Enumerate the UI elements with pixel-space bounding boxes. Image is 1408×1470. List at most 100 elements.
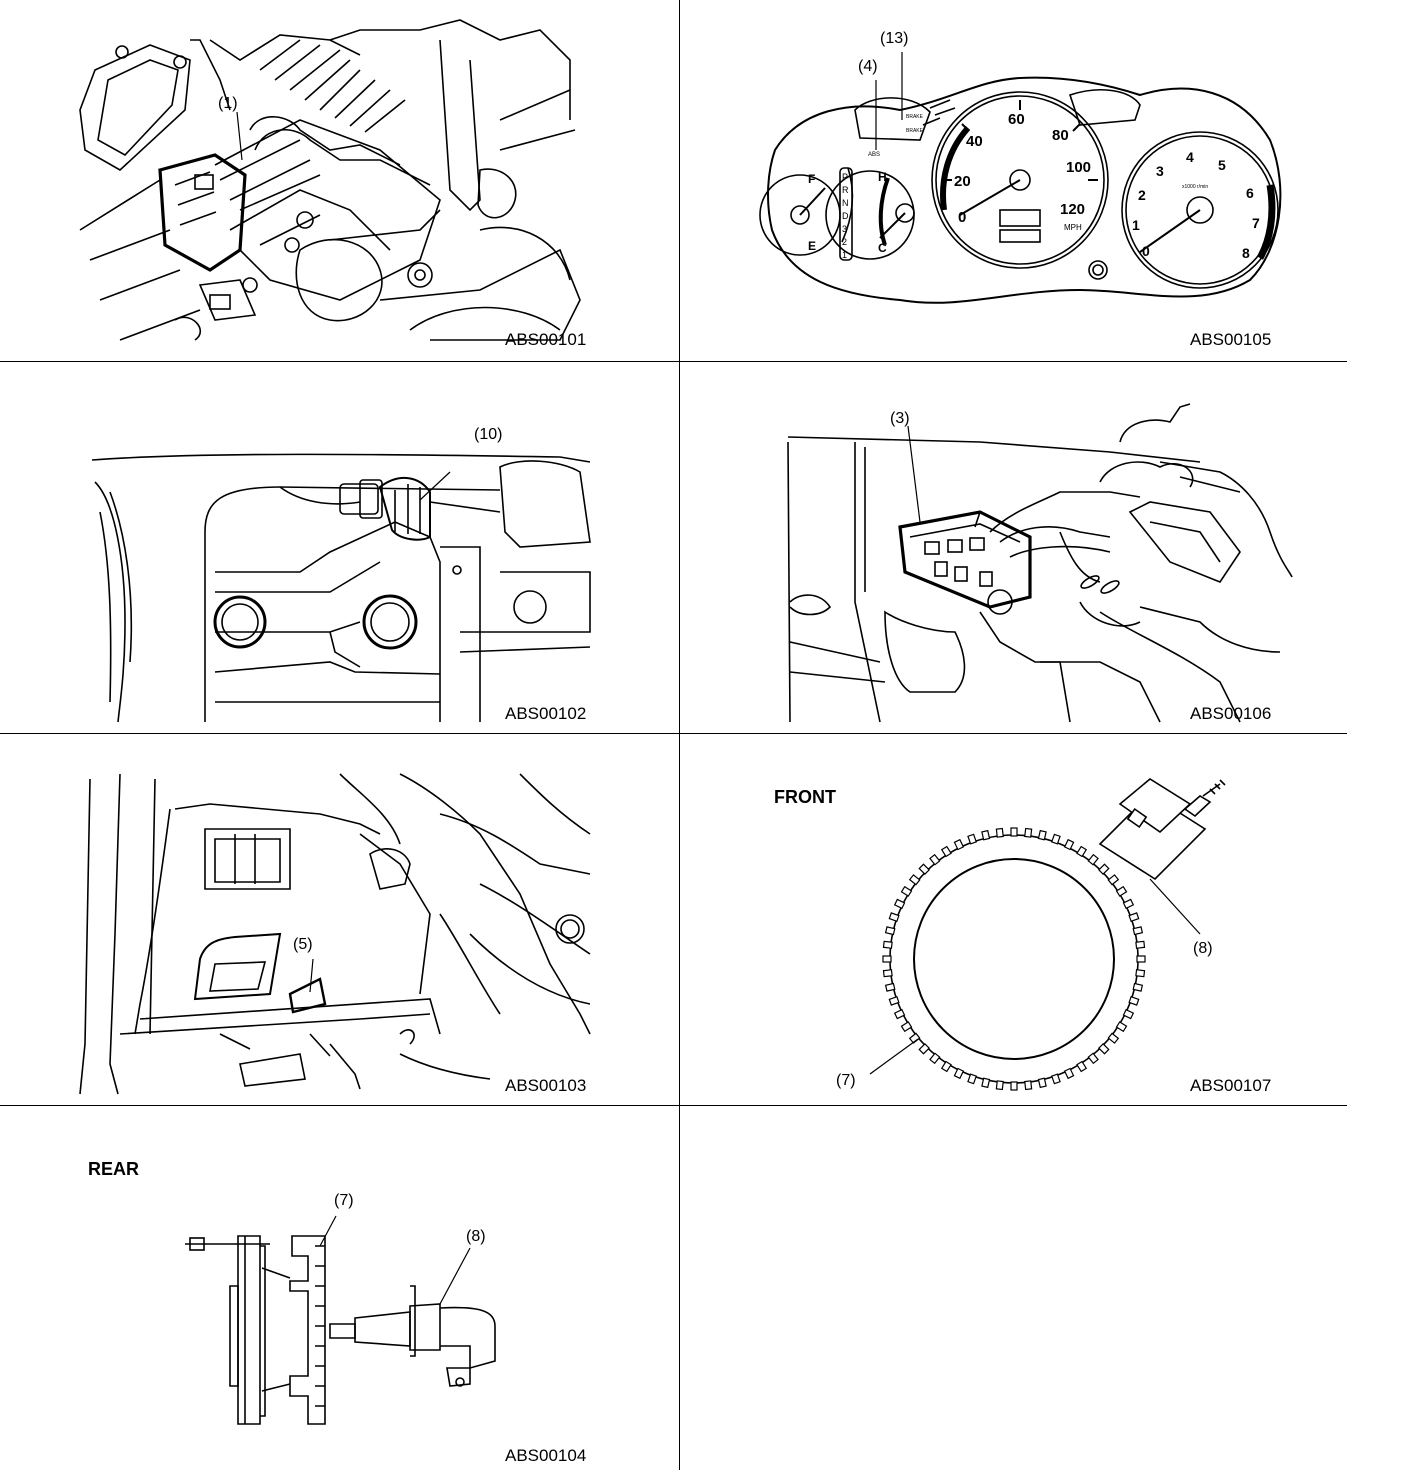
figure-heading: REAR [88, 1159, 140, 1179]
tone-wheel-tooth [1037, 1077, 1047, 1089]
tach-tick-5: 5 [1218, 157, 1226, 173]
speed-unit: MPH [1064, 223, 1082, 232]
tone-wheel-tooth [967, 833, 978, 845]
figure-code: ABS00102 [505, 704, 587, 723]
callout-5: (5) [293, 936, 313, 953]
figure-code: ABS00105 [1190, 330, 1272, 349]
tone-wheel-tooth [1087, 1052, 1099, 1065]
fuel-full-mark: F [808, 172, 815, 186]
tone-wheel-tooth [888, 995, 900, 1006]
tone-wheel-tooth [1132, 926, 1144, 936]
tone-wheel-tooth [953, 1067, 965, 1080]
tone-wheel-tooth [1115, 1021, 1128, 1033]
tone-wheel-tooth [900, 885, 913, 897]
shift-d: D [842, 211, 849, 221]
tone-wheel-tooth [900, 1021, 913, 1033]
tone-wheel-tooth [967, 1073, 978, 1085]
tone-wheel-tooth [1136, 955, 1146, 963]
tone-wheel-tooth [1122, 1008, 1135, 1020]
tone-wheel-tooth [1135, 969, 1146, 978]
tone-wheel-tooth [1063, 838, 1075, 851]
shift-n: N [842, 198, 849, 208]
brake-warning-label: BRAKE [906, 114, 924, 120]
divider-row-3 [0, 1105, 1347, 1106]
figure-abs00107: FRONT (8) (7) ABS00107 [680, 734, 1347, 1105]
rear-abs-sensor-drawing [185, 1215, 496, 1425]
tone-wheel-tooth [888, 912, 900, 923]
tone-wheel-tooth [929, 853, 941, 866]
figure-code: ABS00101 [505, 330, 587, 349]
tach-tick-0: 0 [1142, 243, 1150, 259]
divider-row-2 [0, 733, 1347, 734]
tone-wheel-tooth [1024, 1080, 1033, 1091]
figure-heading: FRONT [774, 787, 836, 807]
callout-3: (3) [890, 410, 910, 427]
speed-tick-100: 100 [1066, 159, 1091, 176]
callout-1: (1) [218, 95, 238, 112]
callout-10: (10) [474, 426, 503, 443]
tone-wheel-tooth [884, 982, 896, 992]
abs-control-module-connector-drawing [787, 403, 1293, 723]
tone-wheel-tooth [882, 940, 893, 949]
speed-tick-marks [942, 100, 1098, 181]
tone-wheel-tooth [884, 926, 896, 936]
tone-wheel-tooth [940, 845, 952, 858]
speed-tick-40: 40 [966, 133, 983, 150]
tone-wheel-tooth [953, 838, 965, 851]
tone-wheel-tooth [1115, 885, 1128, 897]
callout-7: (7) [836, 1072, 856, 1089]
brake-warning-label-2: BRAKE [906, 128, 924, 134]
divider-vertical [679, 0, 680, 1470]
tach-tick-2: 2 [1138, 187, 1146, 203]
tone-wheel-tooth [1076, 845, 1088, 858]
figure-code: ABS00106 [1190, 704, 1272, 723]
tone-wheel-tooth [893, 1008, 906, 1020]
combination-meter-drawing: 0 20 40 60 80 100 120 MPH 0 1 2 3 4 5 6 … [759, 52, 1282, 304]
tach-tick-6: 6 [1246, 185, 1254, 201]
figure-abs00105: 0 20 40 60 80 100 120 MPH 0 1 2 3 4 5 6 … [680, 0, 1347, 361]
tone-wheel-tooth [893, 898, 906, 910]
tone-wheel-tooth [1128, 995, 1140, 1006]
tone-wheel-tooth [929, 1052, 941, 1065]
speed-tick-80: 80 [1052, 127, 1069, 144]
tone-wheel-tooth [1107, 1032, 1120, 1044]
tone-wheel-tooth [908, 874, 921, 886]
speed-tick-120: 120 [1060, 201, 1085, 218]
shift-p: P [842, 172, 848, 182]
hydraulic-unit-drawing [79, 19, 581, 341]
figure-code: ABS00103 [505, 1076, 587, 1095]
figure-code: ABS00104 [505, 1446, 587, 1465]
tone-wheel-tooth [1087, 853, 1099, 866]
tone-wheel-teeth [882, 827, 1146, 1091]
tone-wheel-tooth [995, 827, 1004, 838]
tone-wheel-tooth [981, 829, 991, 841]
tach-tick-8: 8 [1242, 245, 1250, 261]
tone-wheel-tooth [882, 955, 892, 963]
speed-tick-20: 20 [954, 173, 971, 190]
figure-abs00103: (5) ABS00103 [0, 734, 679, 1105]
callout-8: (8) [1193, 940, 1213, 957]
tone-wheel-tooth [1107, 874, 1120, 886]
callout-4: (4) [858, 58, 878, 75]
tone-wheel-tooth [918, 863, 930, 875]
tone-wheel-tooth [1063, 1067, 1075, 1080]
tone-wheel-tooth [1128, 912, 1140, 923]
figure-abs00101: (1) ABS00101 [0, 0, 679, 361]
tone-wheel-tooth [981, 1077, 991, 1089]
tone-wheel-tooth [1010, 1081, 1018, 1091]
figure-abs00104: REAR (7) (8) ABS00104 [0, 1106, 679, 1470]
abs-warning-label: ABS [868, 152, 880, 158]
tone-wheel-tooth [1037, 829, 1047, 841]
instrument-panel-lower-drawing [79, 773, 591, 1095]
tone-wheel-tooth [1122, 898, 1135, 910]
shift-3: 3 [842, 224, 847, 234]
tone-wheel-tooth [1132, 982, 1144, 992]
divider-row-1 [0, 361, 1347, 362]
speed-tick-0: 0 [958, 209, 966, 226]
tone-wheel-tooth [918, 1043, 930, 1055]
tach-unit: x1000 r/min [1182, 184, 1208, 190]
figure-abs00102: (10) ABS00102 [0, 362, 679, 733]
tone-wheel-tooth [995, 1080, 1004, 1091]
tone-wheel-tooth [882, 969, 893, 978]
shift-1: 1 [842, 250, 847, 260]
